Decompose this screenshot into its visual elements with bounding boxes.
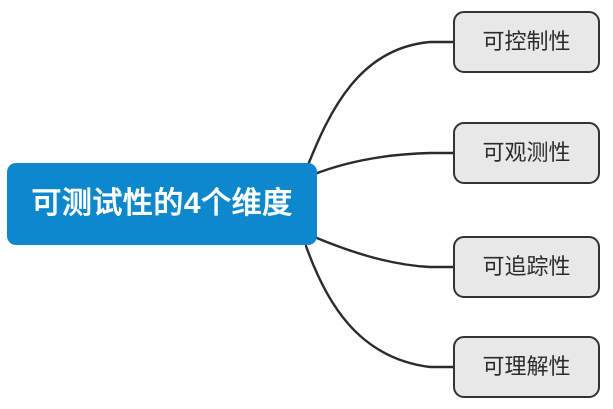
root-node[interactable]: 可测试性的4个维度 bbox=[7, 163, 317, 245]
branch-node-controllability[interactable]: 可控制性 bbox=[453, 11, 600, 73]
root-node-label: 可测试性的4个维度 bbox=[31, 187, 293, 220]
branch-node-label: 可控制性 bbox=[482, 29, 571, 54]
connector-to-branch-2 bbox=[310, 234, 455, 269]
branch-node-label: 可理解性 bbox=[482, 354, 571, 379]
branch-node-label: 可追踪性 bbox=[482, 254, 571, 279]
connector-to-branch-1 bbox=[310, 151, 455, 177]
connector-to-branch-3 bbox=[304, 244, 455, 369]
branch-node-label: 可观测性 bbox=[482, 140, 571, 165]
branch-node-traceability[interactable]: 可追踪性 bbox=[453, 236, 600, 298]
branch-node-understandability[interactable]: 可理解性 bbox=[453, 336, 600, 398]
connector-to-branch-0 bbox=[306, 40, 455, 167]
branch-node-observability[interactable]: 可观测性 bbox=[453, 122, 600, 184]
